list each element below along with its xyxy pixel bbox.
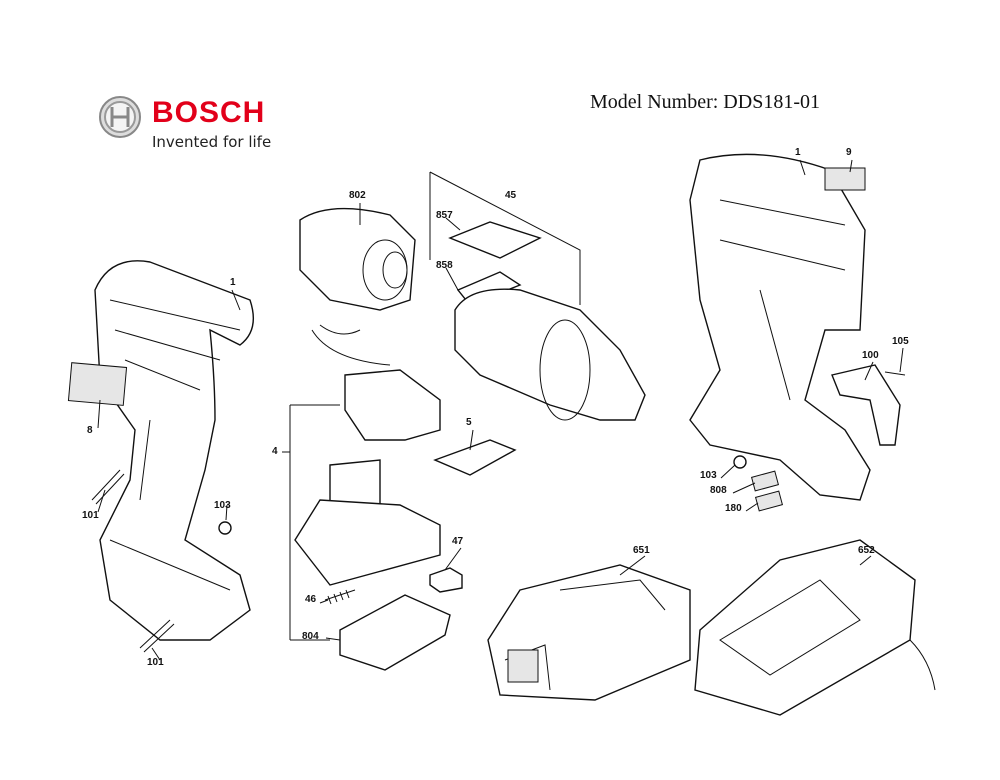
part-label-808: 808 (710, 485, 727, 496)
screw-drawings (91, 469, 232, 653)
part-label-1-right: 1 (795, 147, 801, 158)
part-label-804: 804 (302, 631, 319, 642)
part-label-101-bottom: 101 (147, 657, 164, 668)
part-label-4: 4 (272, 446, 278, 457)
part-label-105: 105 (892, 336, 909, 347)
motor-drawing (299, 207, 416, 366)
part-label-652: 652 (858, 545, 875, 556)
switch-drawing (282, 369, 441, 641)
gearbox-chuck-drawing (429, 171, 646, 476)
contact-plate-drawing (324, 567, 463, 671)
leader-lines (97, 159, 904, 661)
part-label-45: 45 (505, 190, 517, 201)
part-label-103-left: 103 (214, 500, 231, 511)
part-label-857: 857 (436, 210, 453, 221)
charger-drawing (694, 539, 936, 716)
part-label-802: 802 (349, 190, 366, 201)
part-label-1-left: 1 (230, 277, 236, 288)
part-label-858: 858 (436, 260, 453, 271)
part-label-8: 8 (87, 425, 93, 436)
part-label-9: 9 (846, 147, 852, 158)
part-label-103-right: 103 (700, 470, 717, 481)
part-label-651: 651 (633, 545, 650, 556)
brand-tagline: Invented for life (152, 133, 272, 151)
part-label-47: 47 (452, 536, 464, 547)
part-label-100: 100 (862, 350, 879, 361)
left-housing-drawing (67, 260, 254, 641)
right-housing-drawing (689, 153, 906, 512)
model-number: Model Number: DDS181-01 (590, 91, 820, 113)
part-label-180: 180 (725, 503, 742, 514)
brand-name: BOSCH (152, 96, 266, 129)
battery-drawing (487, 564, 691, 701)
part-label-101-top: 101 (82, 510, 99, 521)
bosch-logo-icon (98, 95, 142, 144)
part-label-5: 5 (466, 417, 472, 428)
part-label-46: 46 (305, 594, 317, 605)
